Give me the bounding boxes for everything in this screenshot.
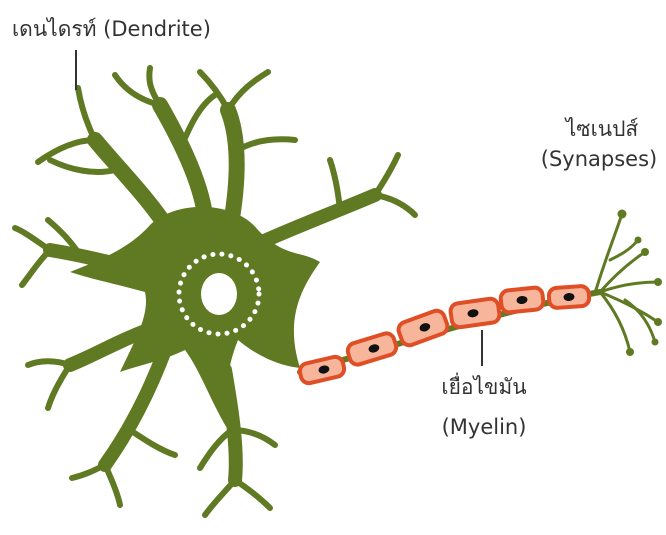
- myelin-segment: [396, 309, 449, 348]
- dendrite-branch: [375, 195, 415, 215]
- dendrite-branch: [38, 140, 95, 162]
- dendrite-trunk-right: [262, 195, 375, 242]
- dendrite-branch: [200, 430, 232, 468]
- synapse-terminal: [618, 210, 627, 219]
- myelin-segment: [298, 355, 345, 384]
- myelin-segment: [450, 298, 501, 328]
- dendrite-branch: [28, 361, 70, 365]
- dendrite-branch: [78, 88, 95, 140]
- dendrite-trunk-down: [225, 370, 236, 480]
- synapses-label-thai: ไซเนปส์: [540, 116, 664, 142]
- dendrite-branch: [238, 139, 295, 150]
- myelin-segment: [548, 286, 589, 309]
- dendrite-trunk-left-up: [95, 140, 170, 232]
- dendrite-branch: [130, 430, 175, 455]
- dendrite-branch: [205, 480, 235, 515]
- nucleus-core: [201, 273, 237, 315]
- dendrite-trunk-up: [160, 105, 205, 215]
- synapse-terminal: [652, 339, 659, 346]
- synapse-terminal: [635, 237, 642, 244]
- myelin-segment: [346, 331, 398, 366]
- myelin-label-en: (Myelin): [432, 414, 536, 440]
- myelin-segment: [500, 287, 544, 313]
- synapse-branch: [610, 240, 638, 260]
- dendrite-branch: [48, 365, 70, 408]
- dendrite-branch: [15, 228, 50, 250]
- dendrite-branch: [105, 465, 120, 505]
- dendrite-branch: [235, 480, 270, 508]
- synapse-terminal: [654, 318, 662, 326]
- synapses-label-en: (Synapses): [534, 146, 664, 172]
- dendrite-branch: [228, 72, 268, 110]
- dendrite-branch: [375, 155, 398, 195]
- dendrite-branch: [22, 250, 50, 285]
- synapse-branch: [600, 292, 658, 322]
- dendrite-branch: [330, 160, 340, 210]
- dendrite-branch: [72, 465, 105, 478]
- dendrite-trunk-top-right: [228, 110, 237, 218]
- dendrite-branch: [180, 95, 215, 150]
- synapse-terminal: [654, 278, 662, 286]
- dendrite-label: เดนไดรท์ (Dendrite): [12, 16, 211, 42]
- synapse-terminal: [626, 348, 634, 356]
- synapse-terminal: [641, 248, 649, 256]
- myelin-label-thai: เยื่อไขมัน: [432, 374, 536, 400]
